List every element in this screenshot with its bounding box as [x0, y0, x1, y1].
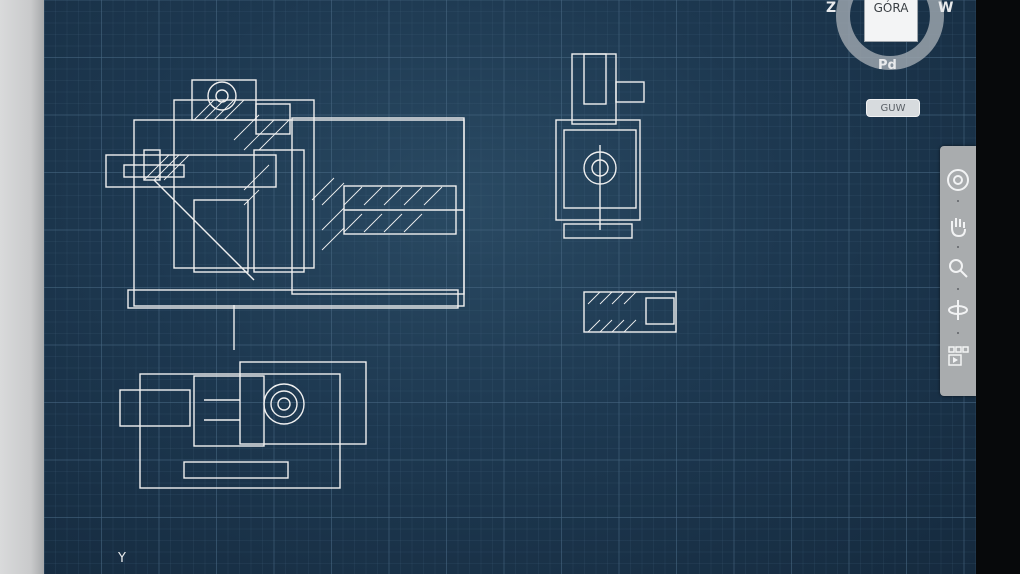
- monitor-bezel-right: [976, 0, 1020, 574]
- detail-section[interactable]: [583, 291, 677, 333]
- wcs-menu-button[interactable]: GUW: [866, 99, 920, 117]
- top-view[interactable]: [119, 361, 367, 489]
- drawing-viewport[interactable]: Y: [44, 0, 976, 574]
- navigation-bar[interactable]: [940, 146, 976, 396]
- steering-wheel-icon[interactable]: [944, 166, 972, 194]
- viewcube[interactable]: GÓRA Z W Pd: [826, 0, 956, 82]
- viewcube-right-label[interactable]: W: [938, 0, 954, 16]
- viewcube-left-label[interactable]: Z: [826, 0, 837, 16]
- drawing-grid: [44, 0, 976, 574]
- zoom-icon[interactable]: [944, 254, 972, 282]
- viewcube-bottom-label[interactable]: Pd: [878, 58, 897, 73]
- orbit-icon[interactable]: [944, 296, 972, 324]
- showmotion-icon[interactable]: [944, 342, 972, 370]
- front-section-view[interactable]: [105, 79, 465, 350]
- pan-hand-icon[interactable]: [944, 212, 972, 240]
- navbar-separator: [957, 246, 959, 248]
- monitor-bezel-left: [0, 0, 44, 574]
- navbar-separator: [957, 200, 959, 202]
- technical-drawing[interactable]: [44, 0, 976, 574]
- navbar-separator: [957, 288, 959, 290]
- ucs-y-axis-label: Y: [118, 551, 126, 566]
- navbar-separator: [957, 332, 959, 334]
- viewcube-top-face[interactable]: GÓRA: [864, 0, 918, 42]
- side-view[interactable]: [555, 53, 645, 239]
